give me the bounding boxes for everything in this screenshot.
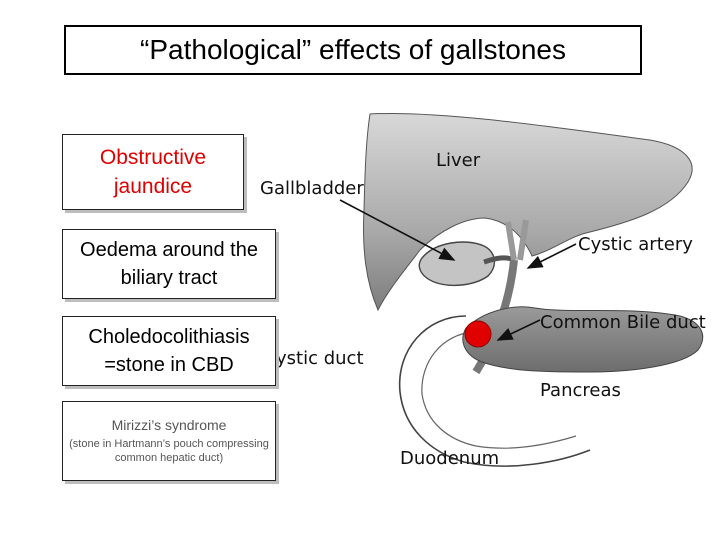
biliary-anatomy-illustration bbox=[339, 112, 703, 467]
obstructive-jaundice-text: Obstructive jaundice bbox=[99, 146, 207, 198]
oedema-text: Oedema around the biliary tract bbox=[80, 239, 258, 289]
title-box: “Pathological” effects of gallstones bbox=[64, 25, 642, 75]
duodenum-label: Duodenum bbox=[400, 448, 500, 469]
cbd-pointer-arrow bbox=[496, 319, 541, 341]
cystic-artery-pointer-arrow bbox=[526, 243, 577, 269]
common-bile-duct-label: Common Bile duct bbox=[540, 312, 706, 333]
obstructive-jaundice-box: Obstructive jaundice bbox=[62, 134, 244, 210]
choledocholithiasis-text: Choledocolithiasis bbox=[88, 326, 250, 348]
pancreas-shape bbox=[462, 306, 703, 373]
cbd-stone-marker bbox=[464, 320, 492, 348]
mirizzi-title: Mirizzi’s syndrome bbox=[111, 417, 227, 433]
liver-label: Liver bbox=[436, 150, 481, 171]
mirizzi-box: Mirizzi’s syndrome (stone in Hartmann’s … bbox=[62, 401, 276, 481]
gallbladder-shape bbox=[418, 241, 495, 287]
stone-in-cbd-text: =stone in CBD bbox=[104, 354, 234, 376]
hepatic-duct-shape bbox=[505, 219, 529, 261]
choledocholithiasis-box: Choledocolithiasis =stone in CBD bbox=[62, 316, 276, 386]
cystic-artery-label: Cystic artery bbox=[578, 234, 693, 255]
mirizzi-description: (stone in Hartmann’s pouch compressing c… bbox=[69, 438, 269, 464]
gallbladder-pointer-arrow bbox=[339, 199, 456, 261]
oedema-box: Oedema around the biliary tract bbox=[62, 229, 276, 299]
duodenum-inner bbox=[421, 331, 577, 449]
gallbladder-label: Gallbladder bbox=[260, 178, 364, 199]
duodenum-shape bbox=[398, 315, 591, 467]
liver-shape bbox=[363, 112, 693, 312]
page-title: “Pathological” effects of gallstones bbox=[140, 34, 566, 65]
pancreas-label: Pancreas bbox=[540, 380, 621, 401]
cystic-duct-label: ystic duct bbox=[276, 348, 364, 369]
cystic-duct-shape bbox=[483, 255, 516, 265]
